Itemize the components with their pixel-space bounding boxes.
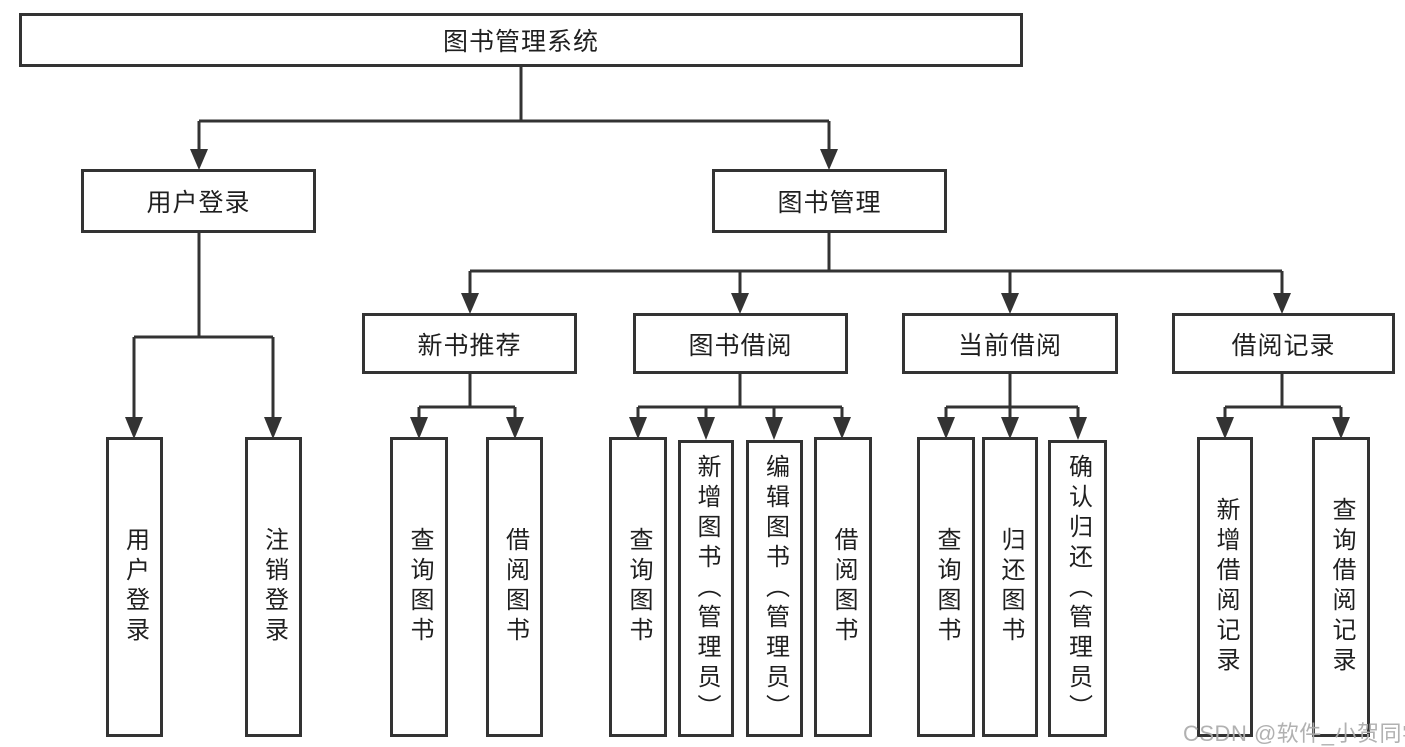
connector-current-borrow xyxy=(944,373,1080,418)
node-current-borrowing: 当前借阅 xyxy=(902,313,1118,374)
arrowhead-down-icon xyxy=(1001,417,1019,439)
leaf-records-add-record: 新增借阅记录 xyxy=(1197,437,1253,737)
connector-user-login xyxy=(132,233,275,418)
arrowhead-down-icon xyxy=(697,417,715,440)
watermark: CSDN @软件_小贺同学 xyxy=(1183,721,1405,746)
leaf-recommend-query-book: 查询图书 xyxy=(390,437,448,737)
node-book-borrowing: 图书借阅 xyxy=(633,313,848,374)
leaf-records-query-record: 查询借阅记录 xyxy=(1312,437,1370,737)
node-new-book-recommendation: 新书推荐 xyxy=(362,313,577,374)
node-user-login: 用户登录 xyxy=(81,169,316,233)
arrowhead-down-icon xyxy=(833,417,851,439)
arrowhead-down-icon xyxy=(1001,293,1019,314)
leaf-current-confirm-return-admin: 确认归还（管理员） xyxy=(1048,440,1107,737)
arrowhead-down-icon xyxy=(125,417,143,439)
arrowhead-down-icon xyxy=(1273,293,1291,314)
connector-borrow-records xyxy=(1223,373,1343,418)
leaf-logout: 注销登录 xyxy=(245,437,302,737)
arrowhead-down-icon xyxy=(765,417,783,440)
arrowhead-down-icon xyxy=(1332,417,1350,439)
leaf-current-query-book: 查询图书 xyxy=(917,437,975,737)
leaf-current-return-book: 归还图书 xyxy=(982,437,1038,737)
arrowhead-down-icon xyxy=(629,417,647,439)
connector-book-borrow xyxy=(636,373,844,418)
leaf-borrow-borrow-book: 借阅图书 xyxy=(814,437,872,737)
connector-book-management xyxy=(468,233,1284,294)
leaf-user-login: 用户登录 xyxy=(106,437,163,737)
arrowhead-down-icon xyxy=(506,417,524,439)
arrowhead-down-icon xyxy=(410,417,428,439)
leaf-borrow-add-book-admin: 新增图书（管理员） xyxy=(678,440,734,737)
leaf-borrow-query-book: 查询图书 xyxy=(609,437,667,737)
arrowhead-down-icon xyxy=(731,293,749,314)
connector-new-book xyxy=(417,373,517,418)
connector-root xyxy=(197,67,831,150)
node-root: 图书管理系统 xyxy=(19,13,1023,67)
arrowhead-down-icon xyxy=(820,149,838,170)
node-book-management: 图书管理 xyxy=(712,169,947,233)
leaf-borrow-edit-book-admin: 编辑图书（管理员） xyxy=(746,440,803,737)
arrowhead-down-icon xyxy=(461,293,479,314)
arrowhead-down-icon xyxy=(937,417,955,439)
arrowhead-down-icon xyxy=(264,417,282,439)
arrowhead-down-icon xyxy=(1216,417,1234,439)
arrowhead-down-icon xyxy=(1069,417,1087,440)
node-borrowing-records: 借阅记录 xyxy=(1172,313,1395,374)
leaf-recommend-borrow-book: 借阅图书 xyxy=(486,437,543,737)
arrowhead-down-icon xyxy=(190,149,208,170)
